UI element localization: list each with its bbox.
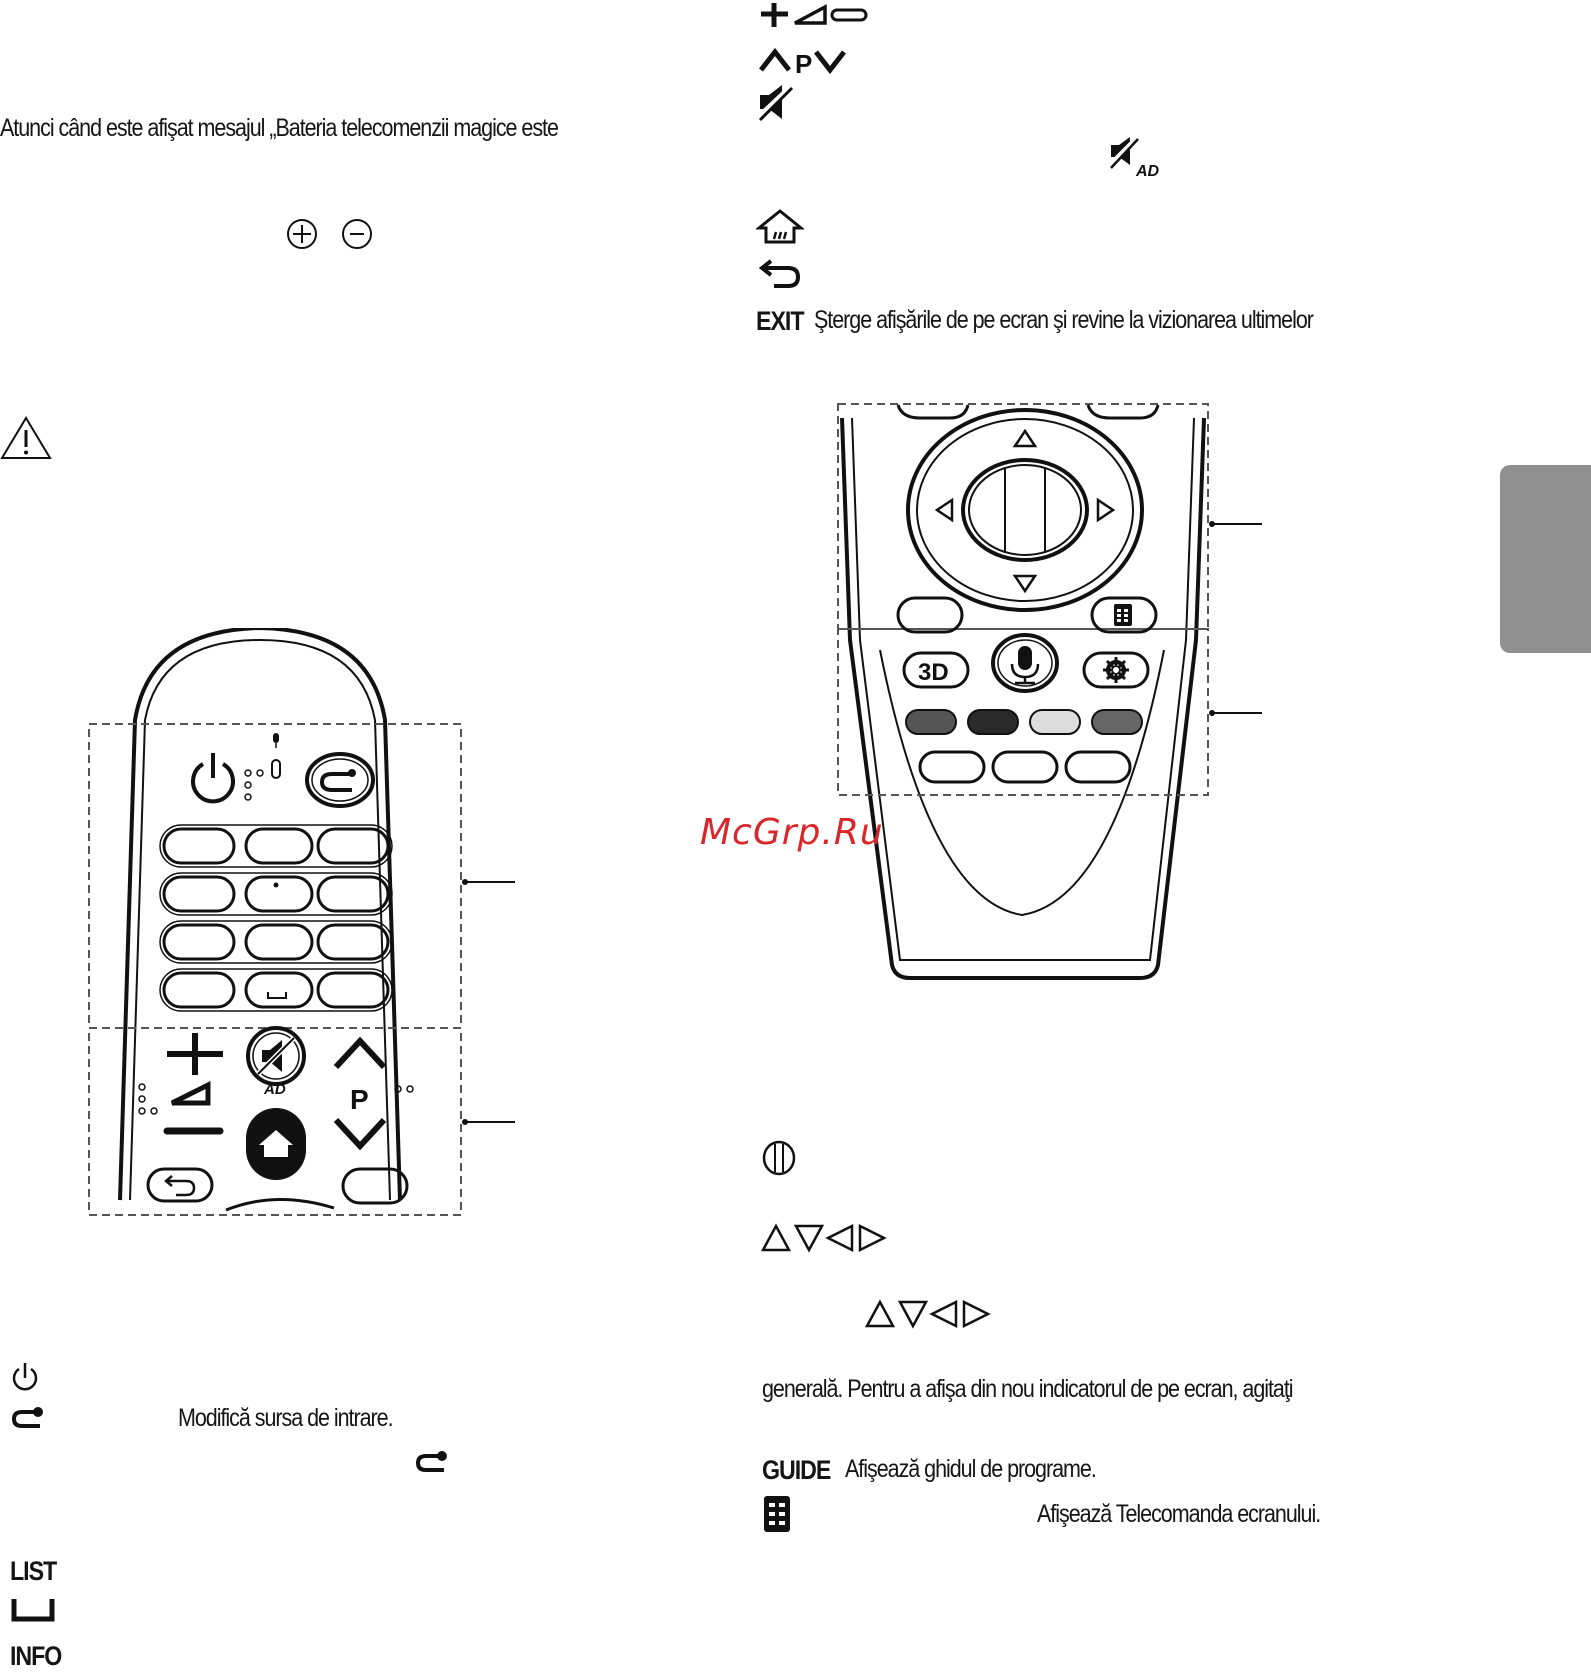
mute-icon [246,1026,306,1086]
arrow-up-icon [760,1223,792,1252]
arrow-right-icon [962,1299,991,1329]
program-label: P [350,1084,369,1115]
arrow-right-icon [858,1223,887,1253]
mute-icon [756,83,795,122]
minus-icon [830,8,868,22]
plus-icon [761,3,788,27]
audio-description-icon: AD [1108,135,1160,178]
list-label: LIST [10,1556,57,1586]
minus-circle-icon [342,219,372,249]
channel-up-icon [333,1036,387,1070]
input-icon [11,1407,43,1428]
channel-down-icon [333,1117,387,1151]
arrow-up-icon [864,1299,896,1328]
back-button [146,1167,214,1203]
arrow-left-icon [825,1223,854,1253]
settings-icon [1103,657,1129,683]
pointer-note: generală. Pentru a afişa din nou indicat… [762,1375,1294,1403]
microphone-icon [991,633,1059,693]
remote-bottom-diagram: 3D [837,403,1262,980]
channel-down-icon [814,50,846,75]
exit-label: EXIT [756,306,805,336]
remote-top-diagram: AD P [88,628,515,1216]
input-description: Modifică sursa de intrare. [178,1404,394,1432]
exit-description: Şterge afişările de pe ecran şi revine l… [814,306,1314,334]
channel-up-icon [759,47,791,72]
ad-label: AD [263,1081,286,1098]
number-buttons [159,824,393,1012]
arrow-left-icon [929,1299,958,1329]
home-button [246,1108,306,1180]
navigation-wheel [906,408,1144,612]
space-icon [11,1599,55,1622]
info-label: INFO [10,1641,62,1671]
guide-description: Afişează ghidul de programe. [845,1455,1097,1483]
power-icon [12,1363,38,1391]
navigation-arrows-icons [760,1223,887,1253]
threed-label: 3D [918,659,949,686]
screen-remote-description: Afişează Telecomanda ecranului. [1037,1500,1321,1528]
plus-circle-icon [287,219,317,249]
navigation-arrows-icons [864,1299,991,1329]
battery-message: Atunci când este afişat mesajul „Bateria… [0,114,559,142]
back-icon [758,259,801,288]
svg-text:P: P [795,49,812,78]
home-icon [756,209,804,244]
wheel-icon [762,1140,796,1176]
arrow-down-icon [897,1300,929,1329]
plus-icon [167,1033,223,1075]
guide-label: GUIDE [762,1455,831,1485]
watermark: McGrp.Ru [700,812,884,853]
volume-control-icons [761,3,868,27]
channel-control-icons: P [759,47,846,78]
volume-icon [170,1080,211,1106]
input-button [305,752,375,808]
warning-icon [0,416,52,459]
power-icon [191,753,235,804]
volume-icon [794,4,827,25]
screen-remote-icon [764,1496,790,1532]
chapter-tab [1500,465,1591,653]
input-icon [415,1451,447,1472]
screen-remote-icon [1114,604,1132,626]
microphone-icon [273,733,279,748]
arrow-down-icon [793,1224,825,1253]
svg-text:AD: AD [1135,163,1160,178]
